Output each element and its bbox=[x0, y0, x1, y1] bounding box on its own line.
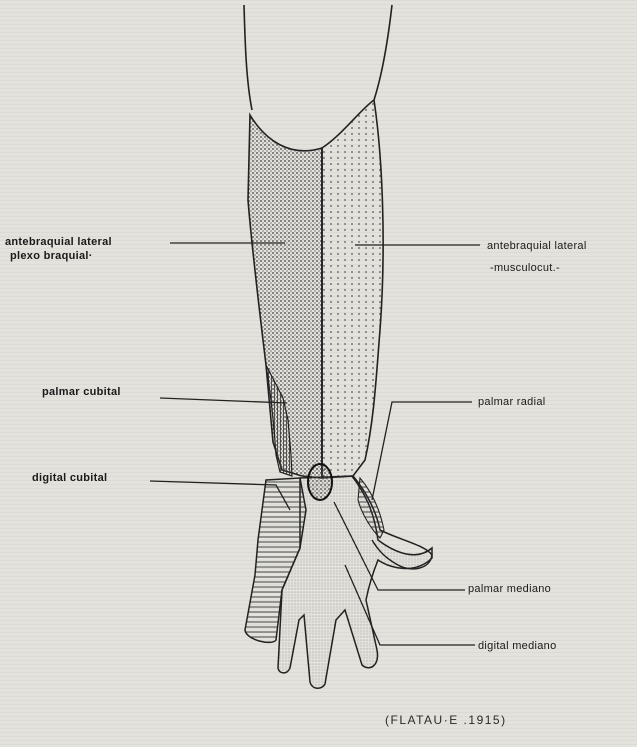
label-digital-mediano: digital mediano bbox=[478, 640, 557, 653]
leader-palmar-radial bbox=[372, 402, 472, 500]
source-credit: (FLATAU·E .1915) bbox=[385, 713, 507, 727]
label-palmar-radial: palmar radial bbox=[478, 396, 545, 409]
leader-palmar-cubital bbox=[160, 398, 287, 403]
antebraquial-lateral-musculocut-region bbox=[322, 100, 383, 478]
label-plexo-braquial: plexo braquial· bbox=[10, 250, 93, 263]
upper-arm-outline bbox=[244, 5, 392, 110]
label-palmar-cubital: palmar cubital bbox=[42, 386, 121, 399]
wrist-circle bbox=[308, 464, 332, 500]
label-musculocut: -musculocut.- bbox=[490, 262, 560, 275]
label-antebraquial-lateral-left: antebraquial lateral bbox=[5, 236, 112, 249]
label-digital-cubital: digital cubital bbox=[32, 472, 107, 485]
label-antebraquial-lateral-right: antebraquial lateral bbox=[487, 240, 587, 253]
label-palmar-mediano: palmar mediano bbox=[468, 583, 551, 596]
